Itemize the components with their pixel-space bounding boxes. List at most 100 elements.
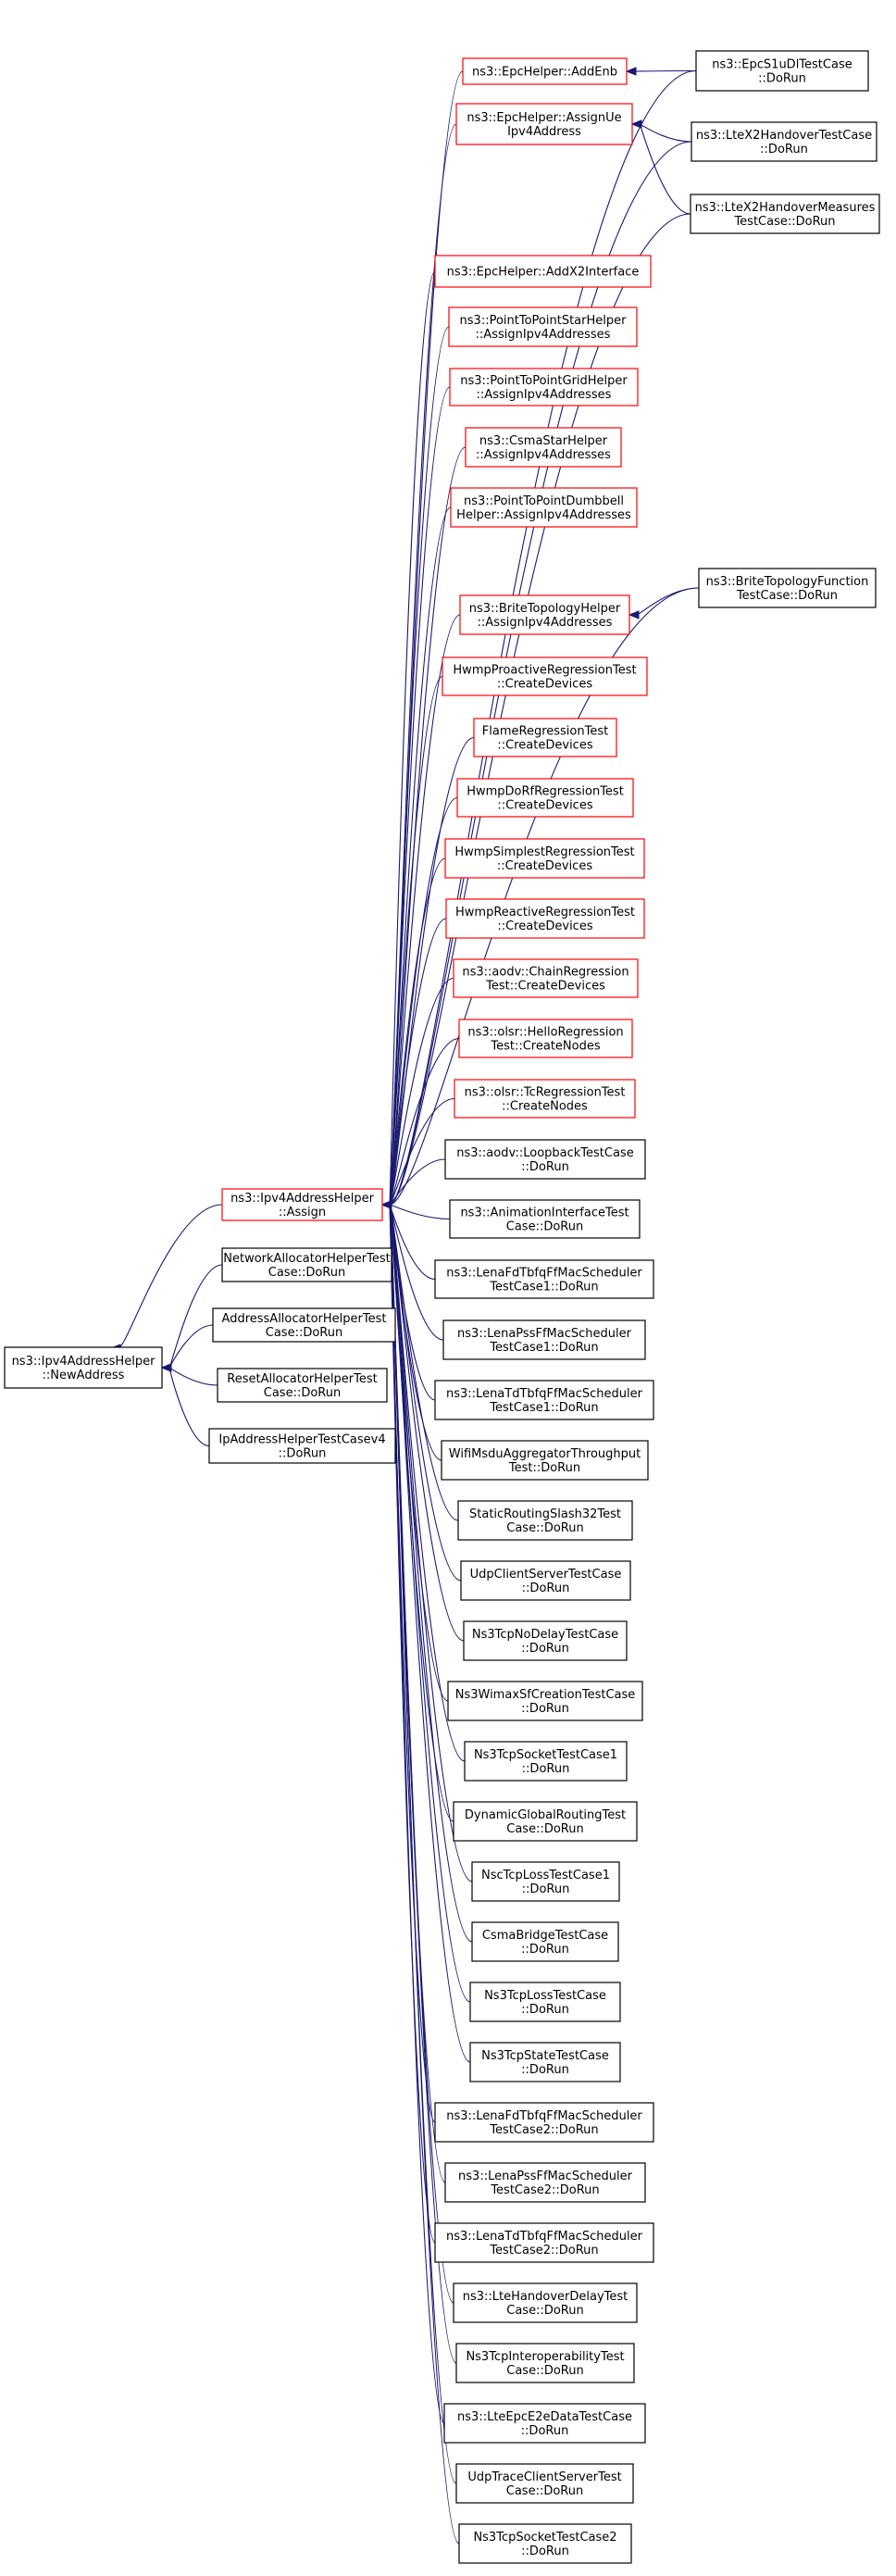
edge-epcs1u-to-assign xyxy=(389,69,697,1206)
node-box xyxy=(691,121,877,162)
node-hwmpreact[interactable]: HwmpReactiveRegressionTest::CreateDevice… xyxy=(445,898,645,939)
node-label-line: TestCase1::DoRun xyxy=(489,1281,598,1294)
node-box xyxy=(453,1801,638,1842)
edge-netalloc-to-root xyxy=(168,1264,223,1369)
node-box xyxy=(434,1259,654,1299)
node-box xyxy=(447,1681,643,1721)
node-label-line: Ipv4Address xyxy=(507,125,581,139)
node-csmabridge[interactable]: CsmaBridgeTestCase::DoRun xyxy=(471,1921,619,1962)
node-nsctcploss[interactable]: NscTcpLossTestCase1::DoRun xyxy=(471,1861,620,1902)
node-p2pstar[interactable]: ns3::PointToPointStarHelper::AssignIpv4A… xyxy=(448,306,638,347)
node-box xyxy=(444,1139,646,1180)
node-label-line: Case::DoRun xyxy=(506,1822,583,1836)
node-label-line: Case::DoRun xyxy=(266,1326,342,1340)
node-flame[interactable]: FlameRegressionTest::CreateDevices xyxy=(473,718,617,757)
node-lenafd2[interactable]: ns3::LenaFdTbfqFfMacSchedulerTestCase2::… xyxy=(434,2102,654,2143)
edge-arrowhead xyxy=(625,67,637,76)
node-label-line: NetworkAllocatorHelperTest xyxy=(223,1252,390,1266)
node-csmastar[interactable]: ns3::CsmaStarHelper::AssignIpv4Addresses xyxy=(465,427,622,468)
node-aodvchain[interactable]: ns3::aodv::ChainRegressionTest::CreateDe… xyxy=(453,958,639,998)
node-box xyxy=(690,194,880,234)
node-p2pgrid[interactable]: ns3::PointToPointGridHelper::AssignIpv4A… xyxy=(449,368,639,406)
node-box xyxy=(441,1440,649,1481)
node-label-line: ns3::LenaPssFfMacScheduler xyxy=(458,2170,633,2183)
node-tcpsock1[interactable]: Ns3TcpSocketTestCase1::DoRun xyxy=(464,1741,628,1782)
node-box xyxy=(221,1188,383,1221)
edge-aodvchain-to-assign xyxy=(389,977,454,1206)
node-box xyxy=(449,368,639,406)
node-p2pdumb[interactable]: ns3::PointToPointDumbbellHelper::AssignI… xyxy=(450,487,638,528)
node-tcpstate[interactable]: Ns3TcpStateTestCase::DoRun xyxy=(469,2042,621,2082)
node-box xyxy=(455,2463,634,2504)
node-label-line: ResetAllocatorHelperTest xyxy=(227,1372,377,1386)
edge-lenafd2-to-assign xyxy=(389,1204,436,2123)
node-label-line: Helper::AssignIpv4Addresses xyxy=(456,508,631,522)
node-assign[interactable]: ns3::Ipv4AddressHelper::Assign xyxy=(221,1188,383,1221)
node-label-line: ns3::BriteTopologyHelper xyxy=(469,602,621,616)
node-ipaddr4[interactable]: IpAddressHelperTestCasev4::DoRun xyxy=(208,1428,396,1464)
node-tcpnodelay[interactable]: Ns3TcpNoDelayTestCase::DoRun xyxy=(463,1620,628,1661)
node-addenb[interactable]: ns3::EpcHelper::AddEnb xyxy=(462,57,628,85)
node-hwmpsimple[interactable]: HwmpSimplestRegressionTest::CreateDevice… xyxy=(444,838,645,879)
node-epcs1u[interactable]: ns3::EpcS1uDlTestCase::DoRun xyxy=(695,50,869,92)
node-box xyxy=(473,718,617,757)
node-root[interactable]: ns3::Ipv4AddressHelper::NewAddress xyxy=(4,1346,163,1389)
node-label-line: TestCase1::DoRun xyxy=(489,1341,598,1355)
node-tcploss[interactable]: Ns3TcpLossTestCase::DoRun xyxy=(469,1982,621,2022)
node-label-line: Case::DoRun xyxy=(506,2484,583,2498)
node-box xyxy=(442,657,648,696)
node-label-line: Ns3TcpStateTestCase xyxy=(481,2049,609,2063)
node-lteepce2e[interactable]: ns3::LteEpcE2eDataTestCase::DoRun xyxy=(443,2403,646,2444)
node-label-line: ns3::LenaTdTbfqFfMacScheduler xyxy=(446,1387,643,1401)
node-label-line: ns3::LteX2HandoverMeasures xyxy=(695,201,876,215)
node-label-line: ::CreateNodes xyxy=(502,1100,588,1114)
node-hwmpproact[interactable]: HwmpProactiveRegressionTest::CreateDevic… xyxy=(442,657,648,696)
node-brite[interactable]: ns3::BriteTopologyHelper::AssignIpv4Addr… xyxy=(459,594,630,635)
node-label-line: ::CreateDevices xyxy=(497,859,592,873)
node-aodvloop[interactable]: ns3::aodv::LoopbackTestCase::DoRun xyxy=(444,1139,646,1180)
edge-ipaddr4-to-root xyxy=(168,1367,210,1447)
node-ltex2hom[interactable]: ns3::LteX2HandoverMeasuresTestCase::DoRu… xyxy=(690,194,880,234)
edge-arrowhead xyxy=(630,119,642,129)
node-olsrtc[interactable]: ns3::olsr::TcRegressionTest::CreateNodes xyxy=(454,1079,636,1119)
node-lenafd1[interactable]: ns3::LenaFdTbfqFfMacSchedulerTestCase1::… xyxy=(434,1259,654,1299)
node-label-line: ns3::EpcHelper::AddEnb xyxy=(472,66,617,80)
node-label-line: AddressAllocatorHelperTest xyxy=(222,1312,387,1326)
node-label-line: Ns3WimaxSfCreationTestCase xyxy=(455,1688,636,1702)
node-addx2[interactable]: ns3::EpcHelper::AddX2Interface xyxy=(434,255,652,288)
node-lenatd2[interactable]: ns3::LenaTdTbfqFfMacSchedulerTestCase2::… xyxy=(434,2222,654,2263)
node-label-line: Case::DoRun xyxy=(264,1386,341,1400)
edge-hwmpproact-to-assign xyxy=(389,675,443,1206)
node-udpcs[interactable]: UdpClientServerTestCase::DoRun xyxy=(460,1560,631,1601)
node-britefn[interactable]: ns3::BriteTopologyFunctionTestCase::DoRu… xyxy=(698,568,877,608)
node-lenapss1[interactable]: ns3::LenaPssFfMacSchedulerTestCase1::DoR… xyxy=(442,1319,646,1360)
node-lenatd1[interactable]: ns3::LenaTdTbfqFfMacSchedulerTestCase1::… xyxy=(434,1380,654,1420)
node-ltex2ho[interactable]: ns3::LteX2HandoverTestCase::DoRun xyxy=(691,121,877,162)
node-label-line: ::AssignIpv4Addresses xyxy=(478,616,613,630)
node-tcpsock2[interactable]: Ns3TcpSocketTestCase2::DoRun xyxy=(458,2523,632,2564)
node-box xyxy=(448,306,638,347)
node-label-line: TestCase::DoRun xyxy=(733,215,835,229)
node-hwmpdorf[interactable]: HwmpDoRfRegressionTest::CreateDevices xyxy=(456,778,634,818)
node-box xyxy=(463,1620,628,1661)
node-label-line: Test::CreateDevices xyxy=(485,980,605,994)
node-label-line: ::NewAddress xyxy=(43,1369,125,1382)
node-lenapss2[interactable]: ns3::LenaPssFfMacSchedulerTestCase2::DoR… xyxy=(444,2162,646,2203)
node-label-line: ns3::LenaTdTbfqFfMacScheduler xyxy=(446,2230,643,2244)
node-wimax[interactable]: Ns3WimaxSfCreationTestCase::DoRun xyxy=(447,1681,643,1721)
node-label-line: TestCase1::DoRun xyxy=(489,1401,598,1415)
node-box xyxy=(443,2403,646,2444)
node-olsrhello[interactable]: ns3::olsr::HelloRegressionTest::CreateNo… xyxy=(458,1019,633,1058)
